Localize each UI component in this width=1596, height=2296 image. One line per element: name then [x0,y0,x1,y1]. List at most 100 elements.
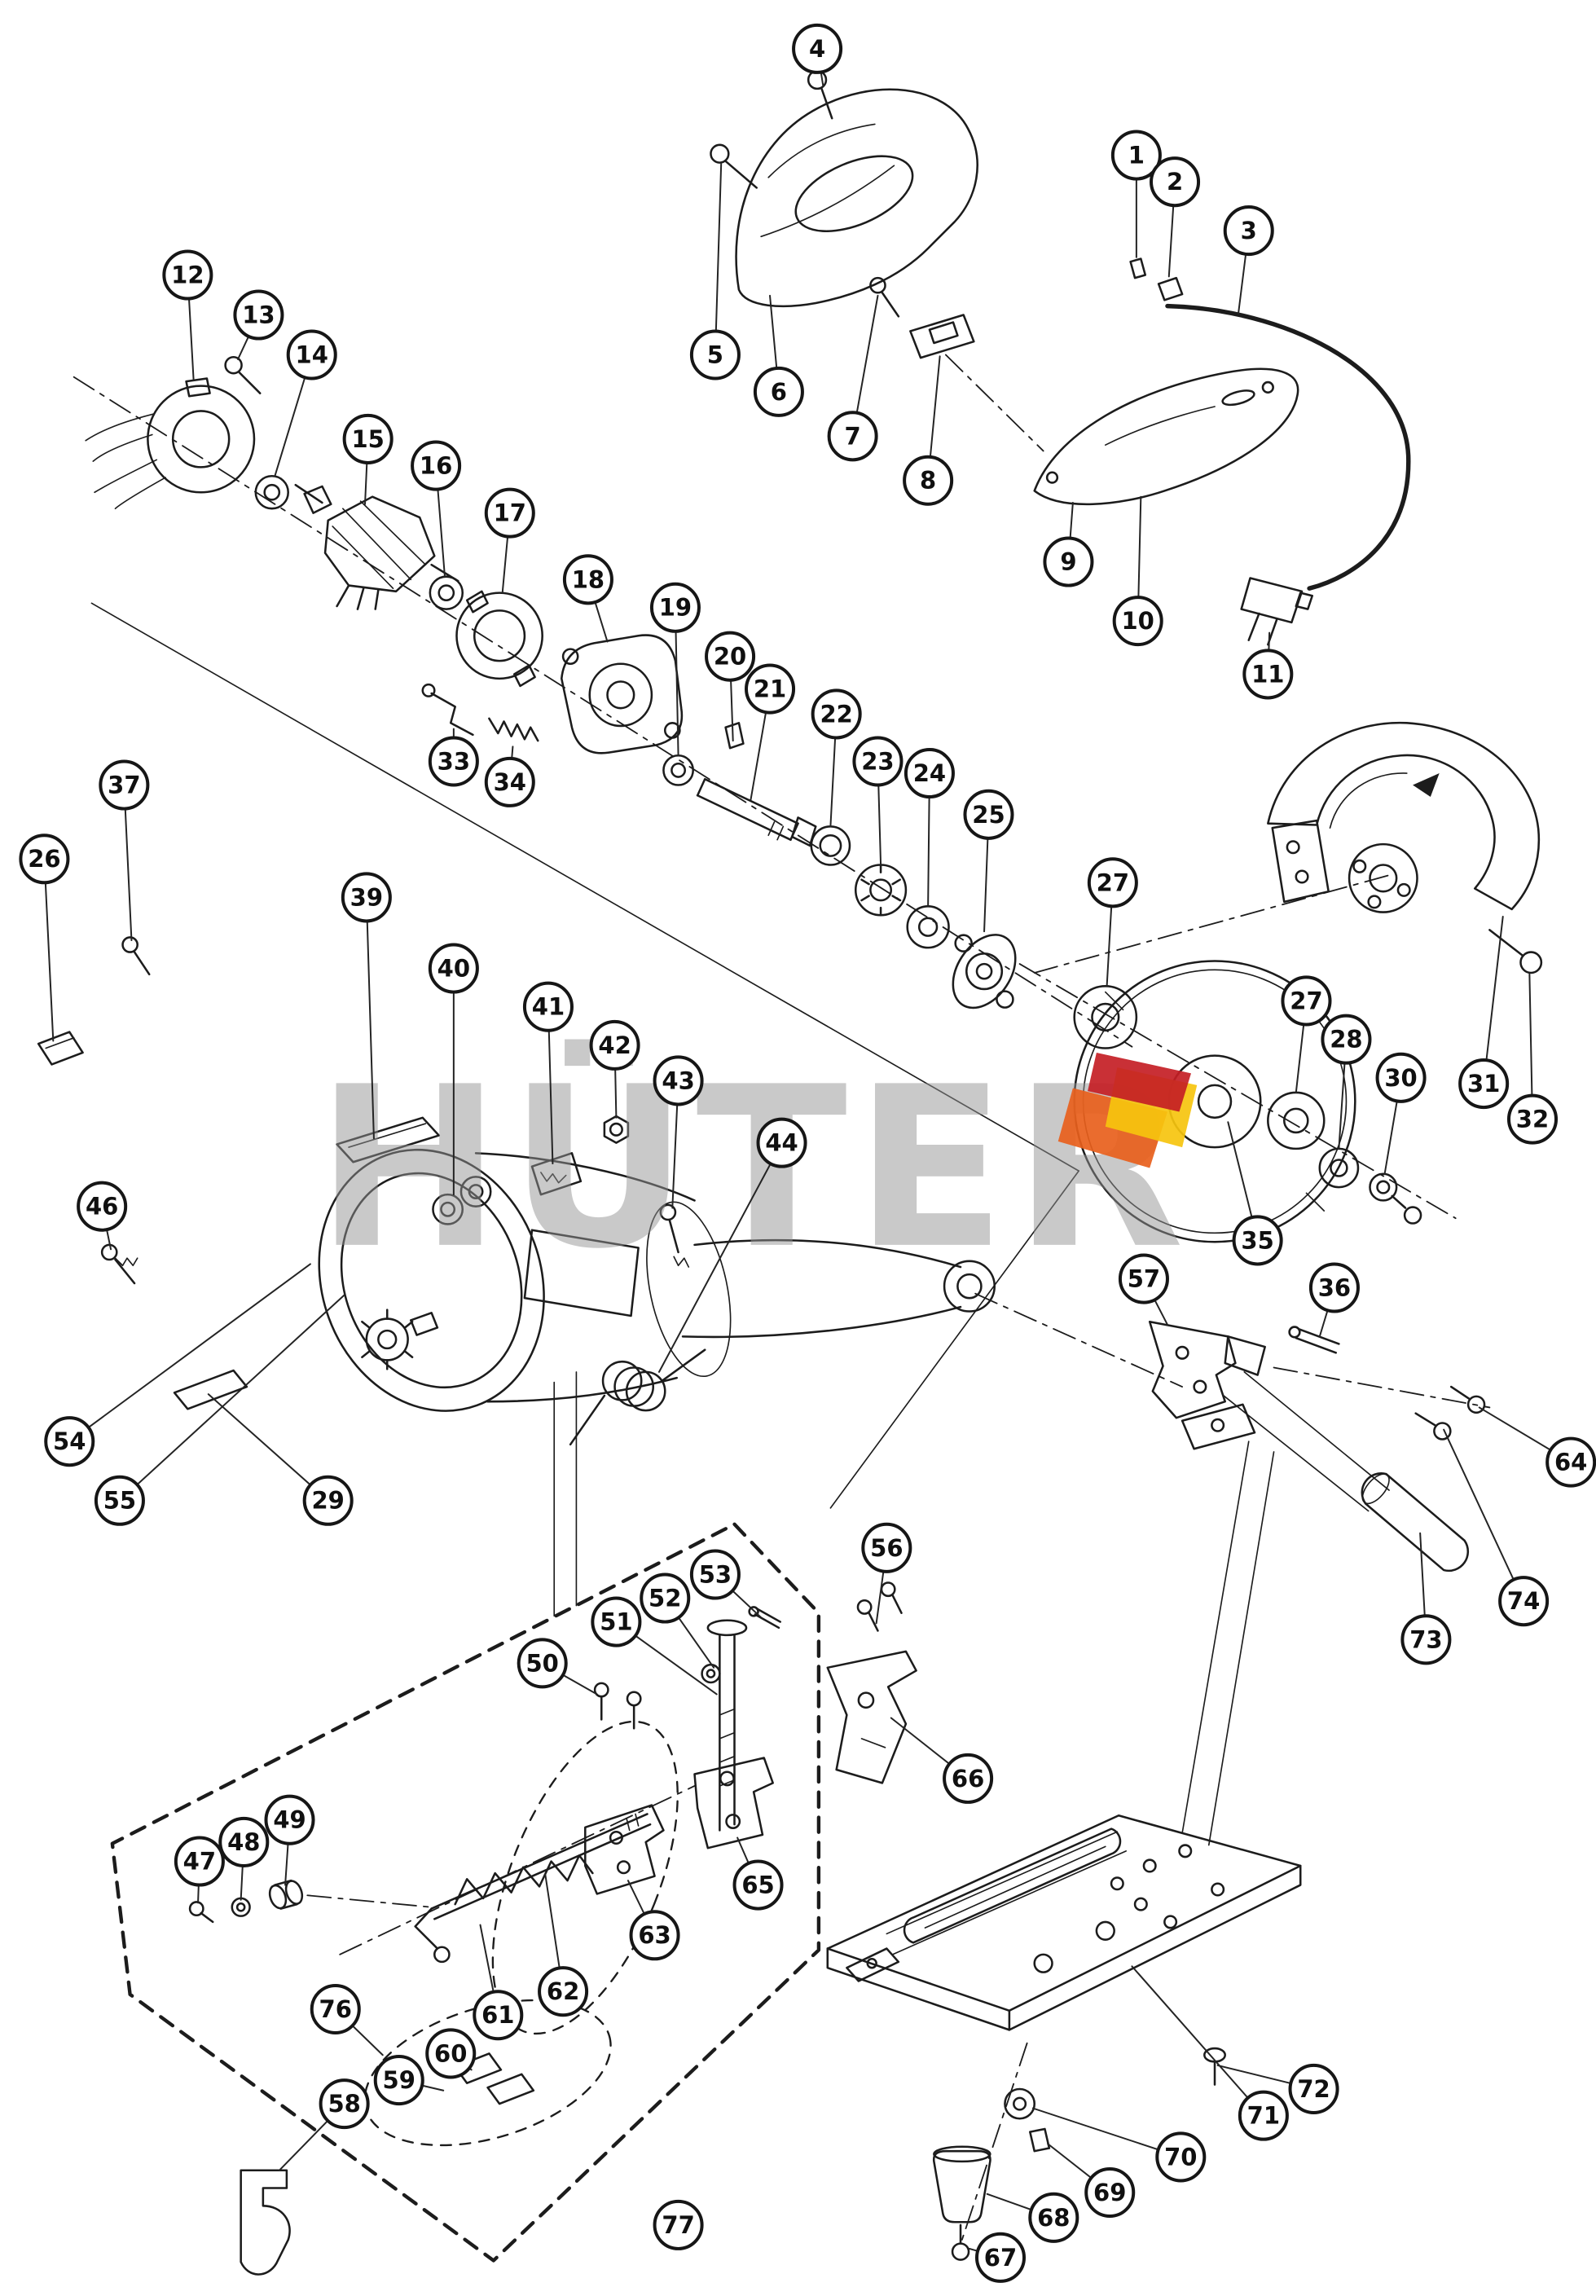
callout-number: 53 [699,1560,732,1588]
leader-line-54 [68,1263,311,1443]
callout-number: 11 [1251,660,1284,688]
motor-drivetrain [85,355,1017,1009]
part-callout-63: 63 [629,1910,680,1961]
callout-circle [756,1117,807,1168]
callout-number: 72 [1297,2075,1330,2103]
blade-bolt [1391,1194,1422,1225]
armature [294,483,459,610]
construction-lines [90,602,1390,1846]
screw-64 [1449,1385,1486,1414]
callout-circle [1028,2192,1079,2243]
torsion-spring-44 [569,1348,706,1446]
leader-line-26 [43,858,55,1042]
callout-circle [1506,1093,1559,1145]
callout-number: 70 [1164,2143,1197,2171]
callout-number: 52 [649,1585,681,1612]
part-callout-7: 7 [827,411,878,462]
key-pin-20 [724,722,745,750]
callout-number: 3 [1241,217,1257,244]
callout-circle [649,582,701,633]
cover-plate-29 [173,1369,248,1410]
callout-number: 13 [242,301,275,328]
callout-number: 63 [638,1921,670,1949]
leader-line-44 [657,1141,783,1373]
callout-circle [1498,1576,1550,1627]
callout-number: 35 [1241,1226,1273,1254]
pivot-bracket-assembly [1148,1320,1486,1572]
callout-circle [1238,2090,1289,2141]
callout-circle [341,872,392,923]
part-callout-23: 23 [852,736,904,787]
part-callout-72: 72 [1288,2063,1339,2114]
callout-circle [94,1475,145,1526]
callout-number: 30 [1384,1064,1417,1092]
callout-number: 43 [662,1067,694,1094]
part-callout-28: 28 [1321,1014,1372,1065]
grip-73 [1361,1472,1470,1572]
handle-screw-7 [869,276,900,318]
callout-number: 40 [437,955,470,983]
callout-circle [1150,156,1201,208]
callout-number: 76 [319,1995,352,2023]
brush-ring-17 [455,590,543,688]
part-callout-9: 9 [1043,536,1094,587]
callout-number: 15 [351,425,384,453]
leader-line-37 [123,784,133,942]
bearing-16 [429,575,464,610]
rotation-arrow [1413,773,1440,798]
callout-circle [653,2199,704,2250]
part-callout-40: 40 [428,943,479,994]
callout-number: 16 [420,452,452,480]
callout-circle [745,663,796,715]
screws-50 [593,1682,642,1730]
callout-circle [484,487,535,539]
callout-circle [689,1549,741,1600]
part-callout-67: 67 [974,2232,1027,2283]
part-callout-77: 77 [653,2199,704,2250]
spring-34 [488,717,539,742]
inner-flange-27 [1073,985,1138,1049]
callout-circle [1112,596,1163,647]
callout-circle [310,1983,361,2035]
callout-number: 34 [494,768,526,796]
callout-circle [286,329,337,380]
callout-number: 22 [820,700,852,728]
washer-70 [1004,2087,1035,2120]
part-callout-71: 71 [1238,2090,1289,2141]
bearing-flange-25 [952,934,1017,1009]
screw-47 [188,1901,214,1924]
part-callout-57: 57 [1118,1253,1169,1304]
part-callout-27: 27 [1281,975,1332,1027]
callout-circle [792,23,843,74]
brand-logo-red [1088,1052,1191,1112]
callout-circle [732,1859,784,1911]
callout-number: 27 [1097,869,1129,896]
spring-62 [454,1854,594,1906]
part-callout-48: 48 [218,1816,270,1867]
bracket-65 [693,1757,774,1850]
part-callout-27: 27 [1087,857,1138,908]
part-callout-10: 10 [1112,596,1163,647]
screw-37 [121,936,151,976]
switch-block [909,314,975,359]
callout-number: 51 [600,1608,632,1636]
callout-circle [1375,1052,1427,1103]
part-callout-4: 4 [792,23,843,74]
callout-number: 14 [296,341,328,368]
callout-circle [473,1990,524,2041]
part-callout-54: 54 [44,1416,95,1467]
leader-line-31 [1483,916,1504,1085]
callout-circle [428,943,479,994]
part-callout-30: 30 [1375,1052,1427,1103]
callout-circle [373,2055,424,2106]
ring-22 [810,825,851,866]
callout-number: 27 [1290,987,1322,1014]
gear-23 [854,864,908,917]
pin-69 [1029,2127,1051,2153]
part-callout-25: 25 [963,789,1014,840]
part-callout-8: 8 [903,455,954,506]
callout-number: 50 [526,1649,559,1677]
knob-49 [268,1879,304,1910]
